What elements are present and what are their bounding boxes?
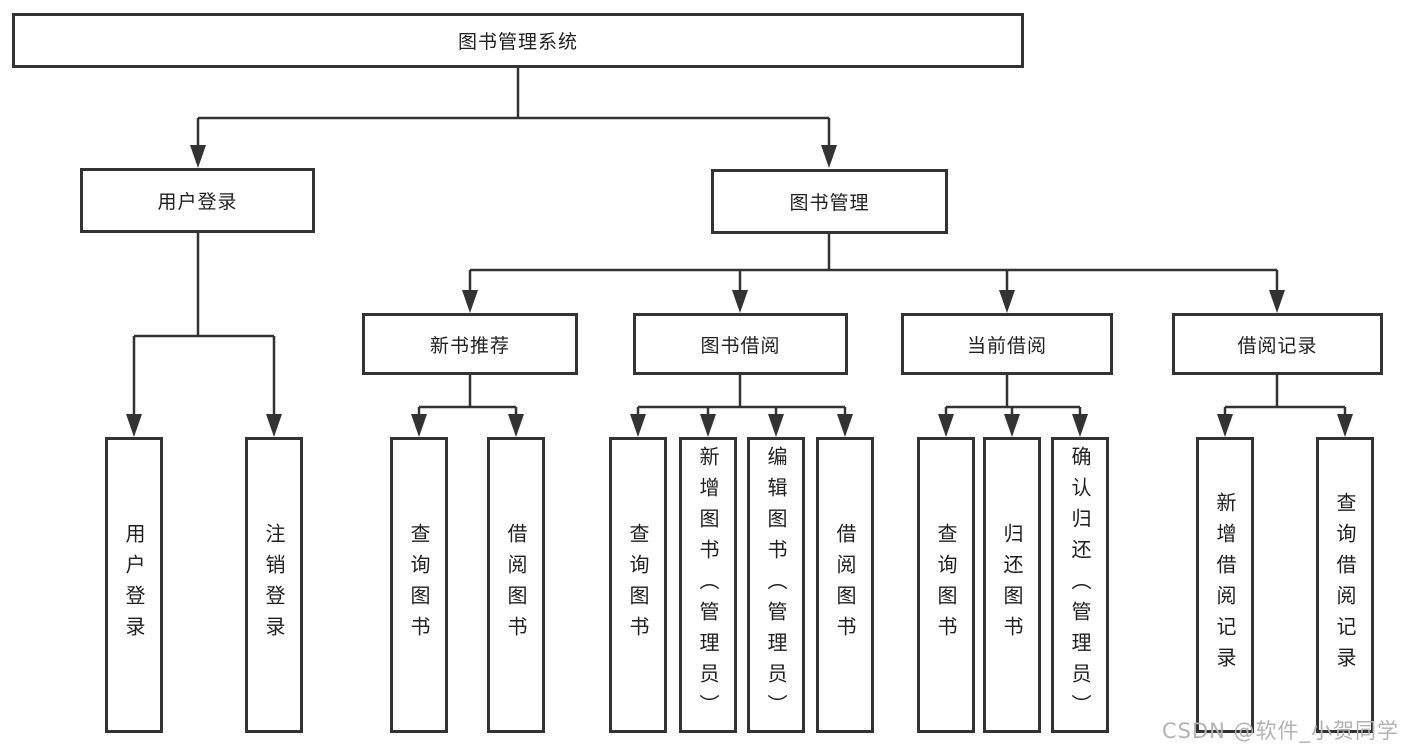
- leaf-label: 借阅图书: [504, 523, 528, 647]
- node-root-library-system: 图书管理系统: [12, 13, 1024, 68]
- leaf-label: 确认归还（管理员）: [1068, 445, 1092, 725]
- leaf-query-books-recommend: 查询图书: [390, 437, 448, 733]
- leaf-label: 注销登录: [262, 523, 286, 647]
- leaf-add-borrow-record: 新增借阅记录: [1196, 437, 1254, 733]
- leaf-query-books-current: 查询图书: [917, 437, 975, 733]
- leaf-return-books: 归还图书: [983, 437, 1041, 733]
- leaf-label: 查询借阅记录: [1333, 492, 1357, 678]
- leaf-label: 用户登录: [122, 523, 146, 647]
- node-book-management: 图书管理: [711, 169, 948, 234]
- node-current-borrowing: 当前借阅: [901, 313, 1113, 375]
- leaf-label: 查询图书: [934, 523, 958, 647]
- leaf-logout: 注销登录: [245, 437, 303, 733]
- leaf-label: 新增图书（管理员）: [696, 445, 720, 725]
- leaf-edit-books-admin: 编辑图书（管理员）: [747, 437, 805, 733]
- arrowheads: [126, 145, 1353, 437]
- leaf-borrow-books: 借阅图书: [816, 437, 874, 733]
- node-book-borrowing: 图书借阅: [633, 313, 848, 375]
- leaf-label: 查询图书: [626, 523, 650, 647]
- leaf-label: 编辑图书（管理员）: [764, 445, 788, 725]
- leaf-label: 归还图书: [1000, 523, 1024, 647]
- leaf-user-login: 用户登录: [105, 437, 163, 733]
- leaf-label: 新增借阅记录: [1213, 492, 1237, 678]
- leaf-query-books-borrow: 查询图书: [609, 437, 667, 733]
- leaf-borrow-books-recommend: 借阅图书: [487, 437, 545, 733]
- node-user-login: 用户登录: [80, 168, 315, 233]
- leaf-label: 查询图书: [407, 523, 431, 647]
- leaf-label: 借阅图书: [833, 523, 857, 647]
- node-borrowing-records: 借阅记录: [1172, 313, 1383, 375]
- node-new-book-recommendation: 新书推荐: [362, 313, 578, 375]
- leaf-query-borrow-record: 查询借阅记录: [1316, 437, 1374, 733]
- leaf-add-books-admin: 新增图书（管理员）: [679, 437, 737, 733]
- leaf-confirm-return-admin: 确认归还（管理员）: [1051, 437, 1109, 733]
